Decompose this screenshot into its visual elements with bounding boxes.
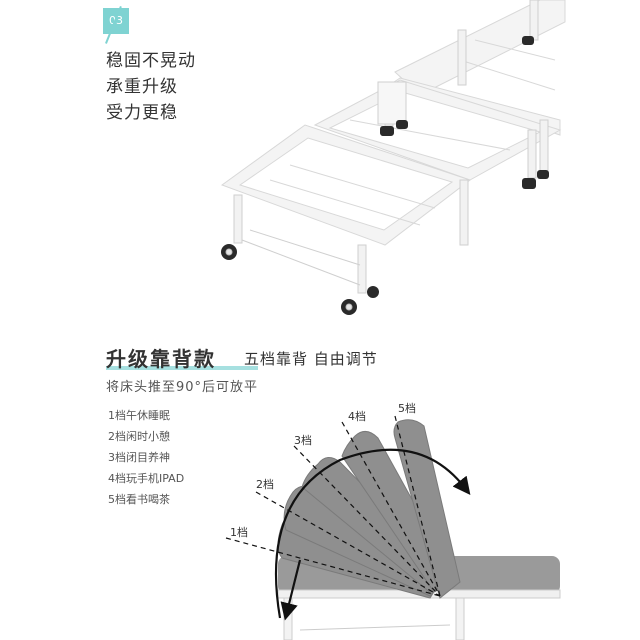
list-item: 3档闭目养神: [108, 451, 170, 464]
list-item: 2档闲时小憩: [108, 430, 170, 443]
feature-description: 将床头推至90°后可放平: [106, 380, 259, 395]
title-highlight: [106, 366, 258, 370]
feature-title: 升级靠背款: [106, 347, 216, 371]
tagline-line: 受力更稳: [106, 103, 178, 123]
diagram-label-4: 4档: [348, 409, 366, 423]
diagram-label-2: 2档: [256, 477, 274, 491]
diagram-label-1: 1档: [230, 525, 248, 539]
stability-tagline: 稳固不晃动 承重升级 受力更稳: [106, 48, 196, 126]
backrest-position-5: [393, 419, 461, 599]
diagram-label-5: 5档: [398, 401, 416, 415]
tagline-line: 承重升级: [106, 77, 178, 97]
list-item: 5档看书喝茶: [108, 493, 170, 506]
list-item: 1档午休睡眠: [108, 409, 170, 422]
feature-subtitle: 五档靠背 自由调节: [244, 350, 378, 368]
tagline-line: 稳固不晃动: [106, 51, 196, 71]
backrest-level-list: 1档午休睡眠 2档闲时小憩 3档闭目养神 4档玩手机IPAD 5档看书喝茶: [108, 405, 184, 510]
list-item: 4档玩手机IPAD: [108, 472, 185, 485]
diagram-label-3: 3档: [294, 433, 312, 447]
